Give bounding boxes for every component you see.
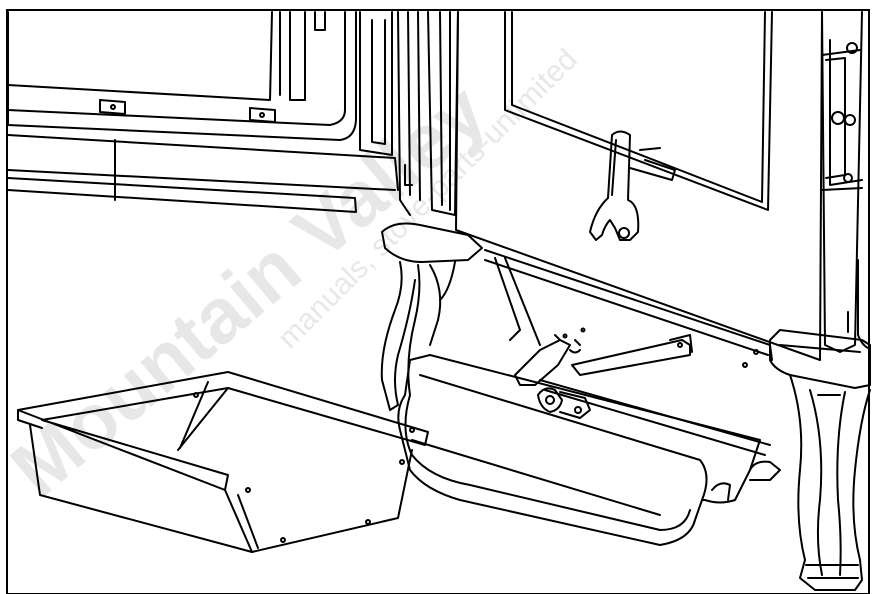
- door-latch-handle: [589, 130, 640, 241]
- stove-right-leg: [769, 329, 871, 591]
- stove-bottom-rail: [484, 249, 773, 361]
- stove-front-panel: [455, 11, 823, 361]
- watermark-bold-text: Mountain Valley: [0, 67, 502, 513]
- stove-right-corner-column: [821, 11, 869, 353]
- figure-frame: [6, 9, 870, 594]
- ash-pan-drawer-front: [397, 354, 781, 546]
- removed-ash-pan: [17, 371, 429, 553]
- stove-side-glass-panel: [7, 11, 399, 213]
- ash-pan-latch-linkage: [514, 334, 771, 456]
